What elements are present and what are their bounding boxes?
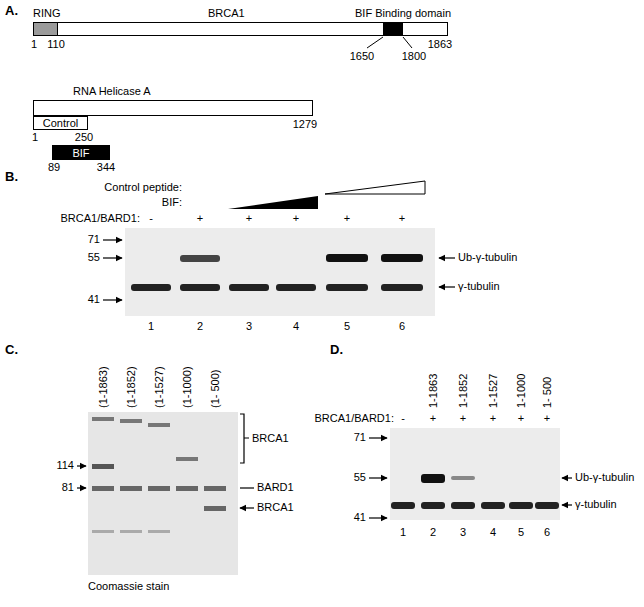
lane-number: 2 — [197, 320, 203, 333]
residue-number: 89 — [48, 161, 60, 174]
lane-condition: + — [518, 412, 524, 425]
residue-number: 344 — [97, 161, 115, 174]
residue-number: 110 — [47, 38, 65, 51]
domain-leaders — [367, 37, 412, 48]
band-label: BARD1 — [257, 481, 294, 494]
lane-number: 1 — [400, 526, 406, 539]
lane-number: 2 — [430, 526, 436, 539]
lane-header: (1-1527) — [153, 366, 166, 408]
row-heading: BRCA1/BARD1: — [315, 412, 394, 425]
lane-header: 1-1863 — [427, 374, 440, 408]
row-heading: Control peptide: — [104, 181, 182, 194]
lane-condition: - — [401, 412, 405, 425]
node-label: BIF Binding domain — [355, 7, 451, 19]
western-blot-d — [390, 428, 560, 520]
mw-marker: 55 — [354, 471, 366, 484]
band-label: γ-tubulin — [458, 280, 500, 293]
lane-header: 1-1000 — [515, 374, 528, 408]
lane-number: 6 — [544, 526, 550, 539]
lane-condition: + — [344, 212, 350, 225]
residue-number: 250 — [75, 131, 93, 144]
lane-number: 3 — [460, 526, 466, 539]
lane-condition: + — [430, 412, 436, 425]
row-heading: BIF: — [162, 196, 182, 209]
band-label: γ-tubulin — [575, 498, 617, 511]
lane-number: 6 — [399, 320, 405, 333]
lane-condition: + — [490, 412, 496, 425]
residue-number: 1863 — [428, 38, 452, 51]
lane-header: 1-1527 — [487, 374, 500, 408]
marker-arrows-d — [369, 438, 572, 518]
lane-number: 3 — [246, 320, 252, 333]
lane-header: (1-1863) — [97, 366, 110, 408]
row-heading: BRCA1/BARD1: — [61, 212, 140, 225]
residue-number: 1 — [31, 38, 37, 51]
lane-header: 1- 500 — [541, 377, 554, 408]
lane-condition: + — [399, 212, 405, 225]
mw-marker: 41 — [354, 511, 366, 524]
marker-arrows-b — [103, 240, 455, 300]
mw-marker: 81 — [62, 481, 74, 494]
residue-number: 1279 — [293, 118, 317, 131]
panel-letter: B. — [5, 170, 18, 183]
node-label: RNA Helicase A — [73, 85, 151, 97]
node-label: Control — [43, 117, 78, 129]
fragment-box: BIF — [52, 145, 110, 160]
protein-bar: BRCA1RINGBIF Binding domain — [33, 22, 448, 36]
panel-letter: D. — [330, 343, 343, 356]
panel-letter: A. — [5, 4, 18, 17]
residue-number: 1650 — [350, 50, 374, 63]
lane-number: 4 — [490, 526, 496, 539]
lane-header: (1- 500) — [209, 369, 222, 408]
lane-condition: + — [293, 212, 299, 225]
lane-number: 5 — [344, 320, 350, 333]
residue-number: 1800 — [402, 50, 426, 63]
protein-bar: RNA Helicase A — [33, 100, 313, 116]
lane-number: 4 — [293, 320, 299, 333]
binding-domain: BIF Binding domain — [383, 22, 403, 36]
band-label: BRCA1 — [257, 501, 294, 514]
mw-marker: 71 — [88, 233, 100, 246]
lane-number: 5 — [518, 526, 524, 539]
lane-condition: + — [197, 212, 203, 225]
lane-condition: + — [460, 412, 466, 425]
lane-header: (1-1852) — [125, 366, 138, 408]
band-label: BRCA1 — [252, 432, 289, 445]
mw-marker: 55 — [88, 251, 100, 264]
lane-condition: + — [246, 212, 252, 225]
residue-number: 1 — [32, 131, 38, 144]
coomassie-gel — [88, 412, 238, 575]
ring-domain: RING — [33, 22, 58, 36]
mw-marker: 71 — [354, 431, 366, 444]
band-label: Ub-γ-tubulin — [575, 471, 634, 484]
panel-letter: C. — [5, 343, 18, 356]
node-label: BIF — [72, 147, 89, 159]
gel-annotations — [77, 414, 254, 508]
mw-marker: 114 — [56, 459, 74, 472]
lane-header: (1-1000) — [181, 366, 194, 408]
titration-wedges — [228, 181, 425, 209]
node-label: RING — [33, 7, 61, 19]
western-blot-b — [125, 228, 435, 316]
lane-number: 1 — [148, 320, 154, 333]
node-label: BRCA1 — [208, 7, 245, 19]
lane-header: 1-1852 — [457, 374, 470, 408]
mw-marker: 41 — [88, 293, 100, 306]
lane-condition: + — [544, 412, 550, 425]
lane-condition: - — [149, 212, 153, 225]
band-label: Ub-γ-tubulin — [458, 251, 517, 264]
fragment-box: Control — [33, 116, 88, 130]
stain-caption: Coomassie stain — [88, 580, 169, 593]
